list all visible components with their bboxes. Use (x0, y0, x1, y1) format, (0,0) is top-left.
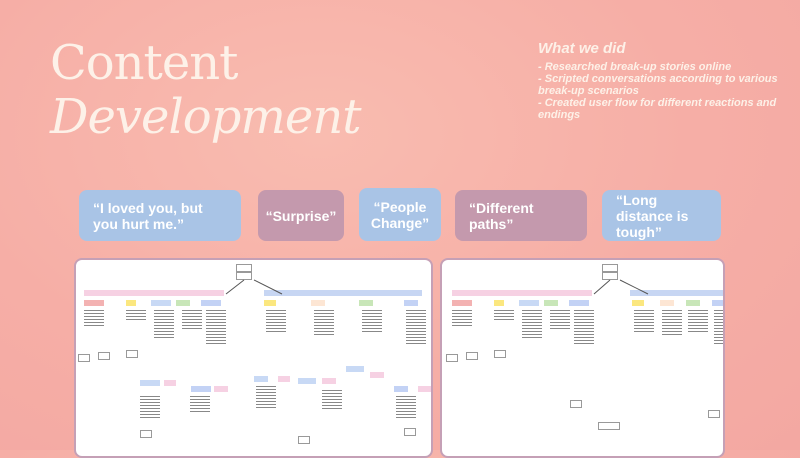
flow-text (300, 310, 334, 337)
flow-node (311, 300, 325, 306)
flow-node (598, 422, 620, 430)
flow-node (466, 352, 478, 360)
what-we-did: What we did Researched break-up stories … (538, 40, 788, 121)
flow-text (382, 396, 416, 420)
flow-node (84, 300, 104, 306)
flow-text (242, 386, 276, 410)
flowchart (76, 260, 431, 456)
user-flow-panel-right (440, 258, 725, 458)
flow-arrows (593, 279, 649, 295)
flow-node (570, 400, 582, 408)
flow-branch-bar (264, 290, 422, 296)
flow-text (674, 310, 708, 334)
flow-node (126, 300, 136, 306)
flow-node (712, 300, 723, 306)
flow-text (648, 310, 682, 337)
flow-node (151, 300, 171, 306)
flow-node (264, 300, 276, 306)
flow-node (494, 350, 506, 358)
scenario-tag-people-change: “People Change” (359, 188, 441, 241)
flow-text (252, 310, 286, 334)
what-we-did-list: Researched break-up stories online Scrip… (538, 61, 788, 121)
scenario-tag-different-paths: “Different paths” (455, 190, 587, 241)
flow-node (191, 386, 211, 392)
flowchart (442, 260, 723, 456)
flow-node (404, 300, 418, 306)
flow-node (544, 300, 558, 306)
flow-node (686, 300, 700, 306)
flow-text (560, 310, 594, 346)
flow-node (214, 386, 228, 392)
flow-node (602, 264, 618, 272)
flow-node (278, 376, 290, 382)
flow-node (660, 300, 674, 306)
scenario-tag-long-distance: “Long distance is tough” (602, 190, 721, 241)
flow-node (298, 436, 310, 444)
flow-node (394, 386, 408, 392)
flow-node (201, 300, 221, 306)
user-flow-panel-left (74, 258, 433, 458)
flow-text (76, 310, 104, 328)
flow-node (632, 300, 644, 306)
flow-text (392, 310, 426, 346)
flow-text (508, 310, 542, 340)
flow-branch-bar (630, 290, 723, 296)
flow-node (446, 354, 458, 362)
flow-text (536, 310, 570, 331)
flow-text (168, 310, 202, 331)
what-we-did-item: Created user flow for different reaction… (538, 97, 788, 121)
flow-node (140, 380, 160, 386)
page-title: Content Development (50, 35, 362, 145)
what-we-did-item: Researched break-up stories online (538, 61, 788, 73)
what-we-did-item: Scripted conversations according to vari… (538, 73, 788, 97)
flow-text (348, 310, 382, 334)
flow-node (418, 386, 431, 392)
flow-node (298, 378, 316, 384)
title-line-2: Development (50, 89, 362, 145)
flow-node (176, 300, 190, 306)
flow-node (602, 272, 618, 280)
flow-text (140, 310, 174, 340)
scenario-tag-surprise: “Surprise” (258, 190, 344, 241)
title-line-1: Content (50, 35, 238, 91)
flow-node (254, 376, 268, 382)
flow-arrows (225, 279, 283, 295)
flow-text (126, 396, 160, 420)
flow-node (98, 352, 110, 360)
flow-node (569, 300, 589, 306)
flow-text (192, 310, 226, 346)
flow-branch-bar (452, 290, 592, 296)
flow-node (126, 350, 138, 358)
flow-text (308, 390, 342, 411)
flow-node (236, 264, 252, 272)
flow-text (176, 396, 210, 414)
what-we-did-heading: What we did (538, 40, 626, 57)
flow-node (164, 380, 176, 386)
flow-node (236, 272, 252, 280)
flow-node (452, 300, 472, 306)
flow-node (370, 372, 384, 378)
flow-node (404, 428, 416, 436)
flow-node (140, 430, 152, 438)
flow-node (708, 410, 720, 418)
flow-text (700, 310, 723, 346)
flow-node (494, 300, 504, 306)
flow-text (112, 310, 146, 322)
flow-node (322, 378, 336, 384)
flow-text (620, 310, 654, 334)
flow-node (359, 300, 373, 306)
flow-text (480, 310, 514, 322)
flow-text (442, 310, 472, 328)
flow-node (346, 366, 364, 372)
flow-branch-bar (84, 290, 224, 296)
scenario-tag-loved-hurt: “I loved you, but you hurt me.” (79, 190, 241, 241)
flow-node (519, 300, 539, 306)
flow-node (78, 354, 90, 362)
